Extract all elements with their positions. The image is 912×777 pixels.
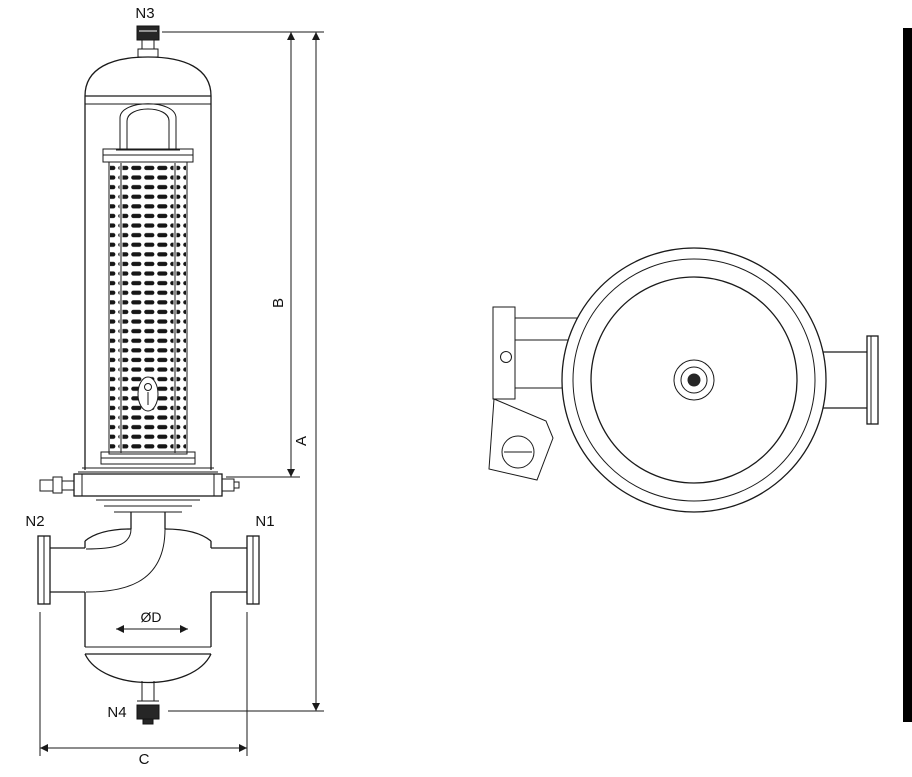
right-edge-bar <box>903 28 912 722</box>
elevation-view <box>37 25 260 725</box>
center-boss <box>687 373 701 387</box>
nozzle-n2 <box>37 535 85 605</box>
filter-cartridge <box>100 148 196 465</box>
vent-fitting-n3 <box>136 25 160 58</box>
top-view-bracket <box>488 306 578 481</box>
bracket-leg-hole <box>501 435 535 469</box>
label-n4: N4 <box>107 704 126 721</box>
clamp-assembly <box>39 467 240 497</box>
vent-knob <box>136 25 160 41</box>
clamp-bolt <box>39 476 75 494</box>
dimension-c: C <box>39 612 248 768</box>
drain-fitting-n4 <box>136 681 160 725</box>
dimension-diameter: ØD <box>116 609 188 633</box>
dimension-b: B <box>270 32 295 477</box>
diameter-label: ØD <box>141 609 162 625</box>
internal-elbow <box>85 528 132 550</box>
dimensions: B A C ØD N3 N2 N1 N4 <box>25 5 324 768</box>
reducer-neck <box>96 499 200 529</box>
drain-knob <box>136 704 160 720</box>
lower-housing <box>84 528 212 684</box>
bottom-dish <box>84 653 212 684</box>
label-n3: N3 <box>135 5 154 22</box>
label-n2: N2 <box>25 513 44 530</box>
top-view-nozzle <box>823 335 879 425</box>
dim-b-label: B <box>270 298 287 308</box>
top-view <box>488 247 879 513</box>
dim-c-label: C <box>139 751 150 768</box>
inner-bell <box>116 103 180 151</box>
nozzle-n1 <box>211 535 260 605</box>
vessel-shell <box>84 56 212 470</box>
dim-a-label: A <box>293 436 310 446</box>
dimension-a: A <box>293 32 320 711</box>
label-n1: N1 <box>255 513 274 530</box>
